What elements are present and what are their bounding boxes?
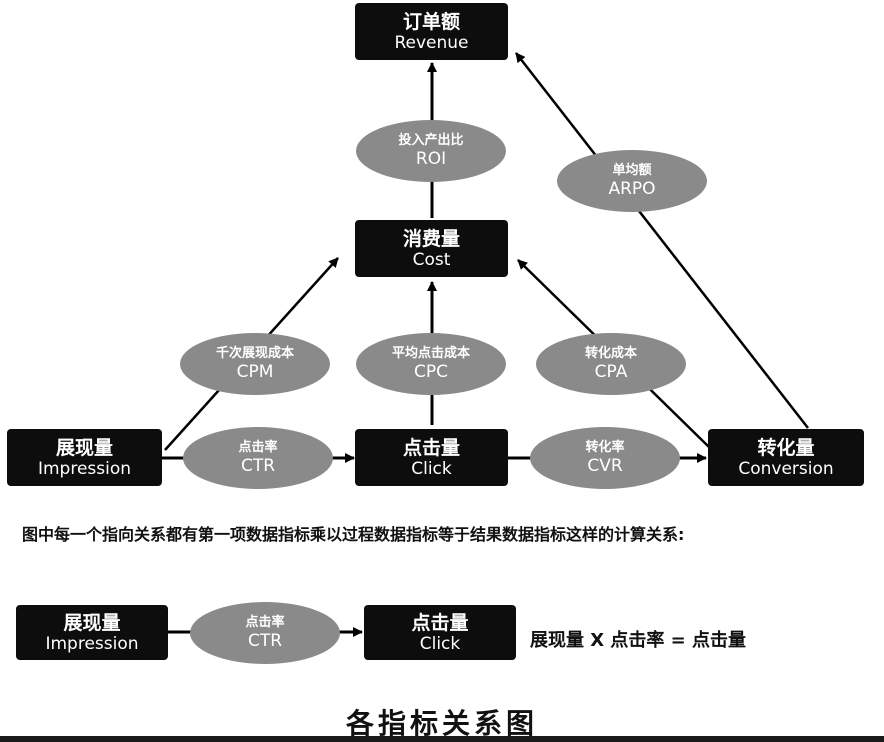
diagram-title: 各指标关系图 [345, 707, 538, 740]
bottom-divider [0, 736, 884, 742]
node-revenue-zh: 订单额 [402, 10, 460, 33]
node-revenue-en: Revenue [394, 32, 469, 53]
example-impression-en: Impression [45, 633, 139, 654]
node-click-zh: 点击量 [402, 436, 460, 459]
example-click-en: Click [419, 633, 461, 654]
node-conversion-zh: 转化量 [757, 436, 815, 459]
metric-cpc-en: CPC [414, 362, 448, 382]
metric-cpa-en: CPA [594, 362, 628, 382]
node-cost-en: Cost [412, 249, 451, 270]
node-click: 点击量 Click [355, 429, 508, 486]
node-cost-zh: 消费量 [402, 227, 460, 250]
metric-cpm: 千次展现成本 CPM [180, 333, 330, 395]
metric-cvr-en: CVR [587, 456, 623, 476]
node-impression: 展现量 Impression [7, 429, 162, 486]
metric-cpm-en: CPM [236, 362, 274, 382]
metric-ctr-en: CTR [240, 456, 276, 476]
node-impression-zh: 展现量 [55, 436, 113, 459]
metric-cpm-zh: 千次展现成本 [215, 346, 294, 361]
example-metric-ctr: 点击率 CTR [190, 602, 340, 664]
example-ctr-en: CTR [247, 631, 283, 651]
example-formula: 展现量 X 点击率 = 点击量 [530, 630, 747, 651]
metric-cpc: 平均点击成本 CPC [356, 333, 506, 395]
example-impression-zh: 展现量 [63, 611, 121, 634]
node-click-en: Click [411, 458, 452, 479]
example-click-zh: 点击量 [411, 611, 469, 634]
node-revenue: 订单额 Revenue [355, 3, 508, 60]
metric-cpa-zh: 转化成本 [584, 346, 637, 361]
explanation-note: 图中每一个指向关系都有第一项数据指标乘以过程数据指标等于结果数据指标这样的计算关… [22, 525, 685, 544]
node-conversion-en: Conversion [738, 458, 834, 479]
example-node-click: 点击量 Click [364, 605, 516, 660]
node-cost: 消费量 Cost [355, 220, 508, 277]
example-ctr-zh: 点击率 [245, 615, 285, 630]
metric-cvr-zh: 转化率 [585, 440, 625, 455]
node-impression-en: Impression [37, 458, 132, 479]
metric-arpo-en: ARPO [608, 179, 656, 199]
metric-ctr: 点击率 CTR [183, 427, 333, 489]
metric-cpa: 转化成本 CPA [536, 333, 686, 395]
metric-arpo-zh: 单均额 [612, 163, 652, 178]
metric-ctr-zh: 点击率 [238, 440, 278, 455]
metric-arpo: 单均额 ARPO [557, 150, 707, 212]
metric-roi-en: ROI [415, 149, 447, 169]
metric-roi-zh: 投入产出比 [398, 133, 464, 148]
node-conversion: 转化量 Conversion [708, 429, 864, 486]
metric-cvr: 转化率 CVR [530, 427, 680, 489]
arrow-conversion-to-revenue [515, 52, 809, 429]
metric-cpc-zh: 平均点击成本 [391, 346, 470, 361]
example-node-impression: 展现量 Impression [16, 605, 168, 660]
metric-roi: 投入产出比 ROI [356, 120, 506, 182]
